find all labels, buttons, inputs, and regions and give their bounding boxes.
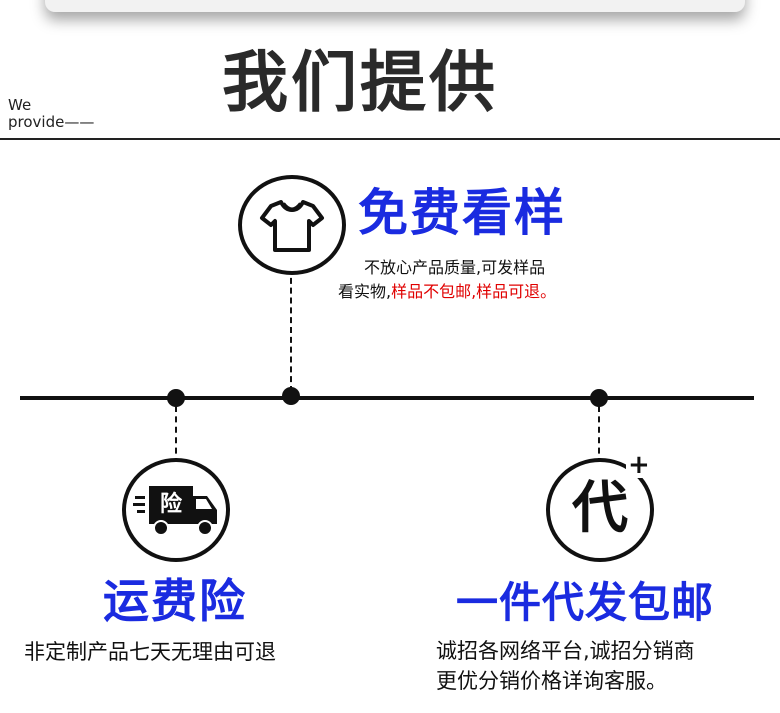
free-sample-description: 不放心产品质量,可发样品 看实物,样品不包邮,样品可退。 — [338, 256, 556, 304]
connector-free-sample — [290, 268, 292, 392]
free-sample-line-1: 不放心产品质量,可发样品 — [364, 258, 546, 277]
timeline-line — [20, 396, 754, 400]
free-sample-line-2-black: 看实物, — [338, 282, 392, 301]
shipping-insurance-description: 非定制产品七天无理由可退 — [24, 640, 276, 664]
plus-icon: + — [626, 450, 652, 480]
tshirt-icon — [260, 200, 324, 252]
free-sample-line-2-red: 样品不包邮,样品可退。 — [391, 282, 557, 301]
subtitle-line-1: We — [8, 96, 32, 114]
dropship-icon-ring: 代 — [546, 458, 654, 562]
top-card-shadow — [45, 0, 745, 12]
dropship-line-2: 更优分销价格详询客服。 — [436, 669, 667, 693]
free-sample-line-2: 看实物,样品不包邮,样品可退。 — [338, 280, 556, 304]
insurance-badge-text: 险 — [160, 491, 183, 517]
shipping-insurance-icon-ring: 险 — [122, 458, 230, 562]
header-divider — [0, 138, 780, 140]
timeline-dot-right — [590, 389, 608, 407]
dropship-icon-char: 代 — [572, 476, 628, 541]
dropship-title: 一件代发包邮 — [456, 578, 715, 627]
connector-dropship — [598, 406, 600, 464]
connector-shipping-insurance — [175, 406, 177, 464]
subtitle-line-2: provide—— — [8, 113, 95, 131]
truck-icon: 险 — [133, 486, 217, 536]
free-sample-title: 免费看样 — [358, 184, 566, 242]
page-title: 我们提供 — [222, 44, 498, 121]
timeline-dot-center — [282, 387, 300, 405]
shipping-insurance-title: 运费险 — [103, 574, 247, 628]
dropship-line-1: 诚招各网络平台,诚招分销商 — [436, 639, 695, 663]
page-subtitle: We provide—— — [8, 97, 94, 131]
free-sample-icon-ring — [238, 175, 346, 275]
dropship-description: 诚招各网络平台,诚招分销商 更优分销价格详询客服。 — [436, 636, 695, 696]
timeline-dot-left — [167, 389, 185, 407]
